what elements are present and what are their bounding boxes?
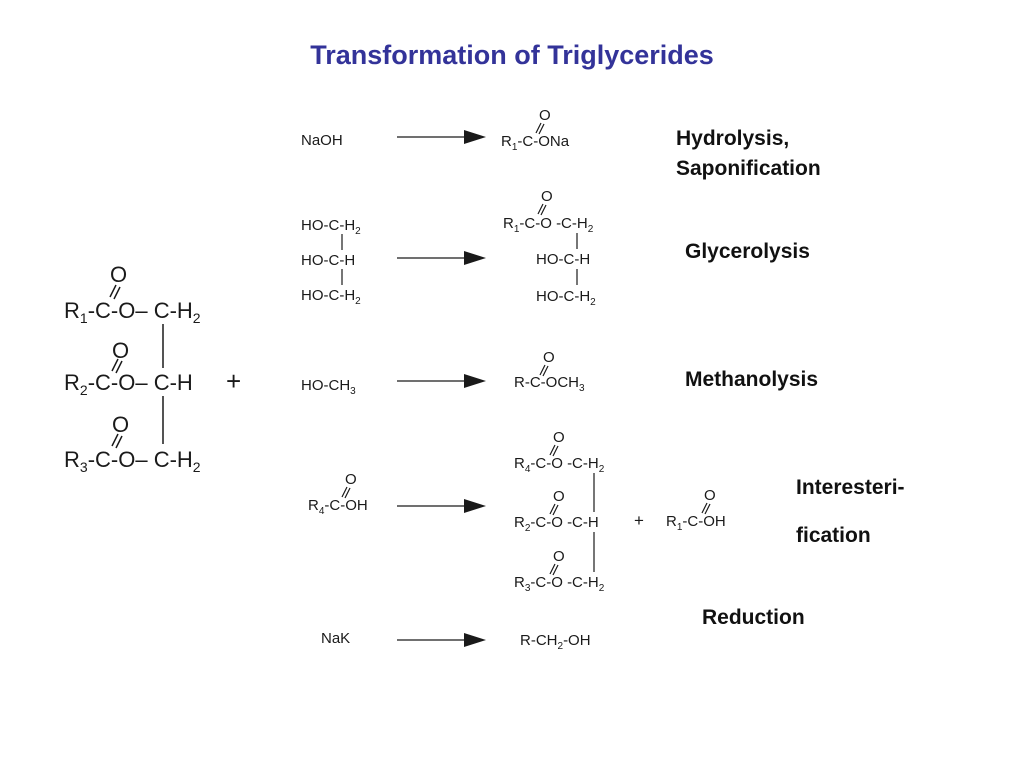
side-product-oxygen: O — [704, 487, 716, 504]
interesterification-bonds — [341, 444, 711, 576]
inter-product-row-2: R2-C-O -C-H — [514, 514, 599, 534]
inter-product-row-1: R4-C-O -C-H2 — [514, 455, 605, 475]
inter-plus-sign: + — [634, 511, 644, 530]
glycerol-row-1: HO-C-H2 — [301, 217, 361, 237]
reagent-acid: R4-C-OH — [308, 497, 368, 517]
tg-oxygen-1: O — [110, 262, 127, 287]
label-reduction: Reduction — [702, 606, 805, 629]
glycerolysis-bonds — [341, 203, 578, 285]
inter-product-oxygen-2: O — [553, 488, 565, 505]
label-hydrolysis-line-1: Hydrolysis, — [676, 127, 790, 150]
label-interesterification-line-2: fication — [796, 524, 871, 547]
tg-oxygen-3: O — [112, 412, 129, 437]
slide-title: Transformation of Triglycerides — [310, 40, 714, 70]
reagent-naoh: NaOH — [301, 132, 343, 149]
label-interesterification: Interesteri- fication — [796, 464, 905, 560]
hydrolysis-product-oxygen: O — [539, 107, 551, 124]
triglyceride-structure: O R1-C-O– C-H2 O R2-C-O– C-H O R3-C-O– C… — [64, 262, 201, 475]
glycerol-row-3: HO-C-H2 — [301, 287, 361, 307]
inter-product-oxygen-3: O — [553, 548, 565, 565]
glycerol-row-2: HO-C-H — [301, 252, 355, 269]
reaction-arrows — [397, 136, 470, 641]
tg-row-1: R1-C-O– C-H2 — [64, 298, 201, 326]
label-interesterification-line-1: Interesteri- — [796, 476, 905, 499]
reaction-interesterification: O R4-C-OH O R4-C-O -C-H2 O R2-C-O -C-H O… — [308, 429, 726, 594]
side-product: R1-C-OH — [666, 513, 726, 533]
label-glycerolysis: Glycerolysis — [685, 240, 810, 263]
label-methanolysis: Methanolysis — [685, 368, 819, 391]
reaction-glycerolysis: HO-C-H2 HO-C-H HO-C-H2 O R1-C-O -C-H2 HO… — [301, 188, 596, 308]
glycerolysis-product-row-1: R1-C-O -C-H2 — [503, 215, 594, 235]
inter-product-row-3: R3-C-O -C-H2 — [514, 574, 605, 594]
reagent-nak: NaK — [321, 630, 350, 647]
reduction-product: R-CH2-OH — [520, 632, 591, 652]
label-hydrolysis: Hydrolysis, Saponification — [676, 124, 821, 184]
arrow-heads — [464, 130, 486, 647]
glycerolysis-product-oxygen: O — [541, 188, 553, 205]
tg-row-3: R3-C-O– C-H2 — [64, 447, 201, 475]
hydrolysis-bonds — [535, 122, 545, 135]
reaction-hydrolysis: NaOH O R1-C-ONa — [301, 107, 570, 153]
tg-bonds — [109, 284, 164, 449]
plus-sign: + — [226, 366, 241, 396]
reagent-methanol: HO-CH3 — [301, 377, 356, 397]
methanolysis-product-oxygen: O — [543, 349, 555, 366]
tg-oxygen-2: O — [112, 338, 129, 363]
label-hydrolysis-line-2: Saponification — [676, 157, 821, 180]
tg-row-2: R2-C-O– C-H — [64, 370, 193, 398]
hydrolysis-product: R1-C-ONa — [501, 133, 570, 153]
inter-product-oxygen-1: O — [553, 429, 565, 446]
methanolysis-product: R-C-OCH3 — [514, 374, 585, 394]
reagent-acid-oxygen: O — [345, 471, 357, 488]
methanolysis-bonds — [539, 364, 549, 377]
glycerolysis-product-row-2: HO-C-H — [536, 251, 590, 268]
reaction-methanolysis: HO-CH3 O R-C-OCH3 — [301, 349, 585, 397]
glycerolysis-product-row-3: HO-C-H2 — [536, 288, 596, 308]
reaction-reduction: NaK R-CH2-OH — [321, 630, 591, 652]
